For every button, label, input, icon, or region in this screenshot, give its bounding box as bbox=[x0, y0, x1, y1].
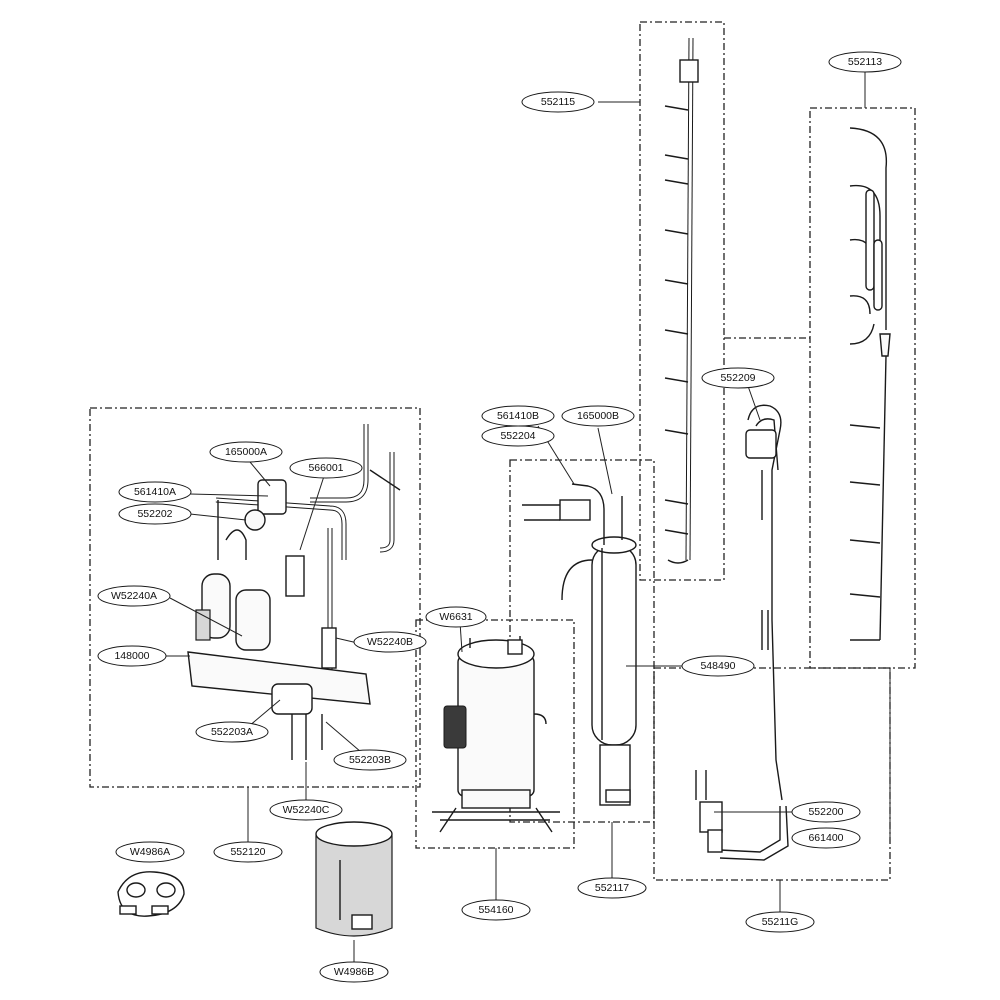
label-561410A: 561410A bbox=[118, 481, 192, 503]
label-661400-text: 661400 bbox=[808, 832, 843, 844]
label-552203A: 552203A bbox=[195, 721, 269, 743]
label-548490-text: 548490 bbox=[700, 660, 735, 672]
pipe-assembly-55211G bbox=[695, 404, 789, 861]
label-165000A-text: 165000A bbox=[225, 446, 267, 458]
valve-assembly-552120 bbox=[187, 424, 401, 760]
label-552113-text: 552113 bbox=[848, 56, 882, 68]
label-W52240A-text: W52240A bbox=[111, 590, 157, 602]
label-552200: 552200 bbox=[791, 801, 861, 823]
label-552203A-text: 552203A bbox=[211, 726, 253, 738]
label-552117-text: 552117 bbox=[595, 882, 629, 894]
label-W52240C: W52240C bbox=[269, 799, 343, 821]
label-W4986B: W4986B bbox=[319, 961, 389, 983]
label-552120: 552120 bbox=[213, 841, 283, 863]
label-548490: 548490 bbox=[681, 655, 755, 677]
group-box-55211G bbox=[653, 667, 891, 881]
label-554160: 554160 bbox=[461, 899, 531, 921]
distributor-tubes-552113 bbox=[849, 127, 891, 641]
compressor-554160 bbox=[432, 636, 560, 833]
label-165000B-text: 165000B bbox=[577, 410, 619, 422]
label-552204: 552204 bbox=[481, 425, 555, 447]
label-566001: 566001 bbox=[289, 457, 363, 479]
label-552120-text: 552120 bbox=[230, 846, 265, 858]
group-box-554160 bbox=[415, 619, 575, 849]
label-552200-text: 552200 bbox=[808, 806, 843, 818]
label-554160-text: 554160 bbox=[478, 904, 513, 916]
label-55211G: 55211G bbox=[745, 911, 815, 933]
header-rod-552115 bbox=[664, 37, 699, 564]
label-148000-text: 148000 bbox=[114, 650, 149, 662]
label-W52240B-text: W52240B bbox=[367, 636, 413, 648]
label-552204-text: 552204 bbox=[500, 430, 535, 442]
label-561410B: 561410B bbox=[481, 405, 555, 427]
label-W6631: W6631 bbox=[425, 606, 487, 628]
label-552115-text: 552115 bbox=[541, 96, 575, 108]
group-box-552115 bbox=[639, 21, 725, 581]
label-W52240C-text: W52240C bbox=[283, 804, 330, 816]
label-W6631-text: W6631 bbox=[439, 611, 472, 623]
label-552203B: 552203B bbox=[333, 749, 407, 771]
label-W52240B: W52240B bbox=[353, 631, 427, 653]
label-552203B-text: 552203B bbox=[349, 754, 391, 766]
label-561410B-text: 561410B bbox=[497, 410, 539, 422]
label-165000B: 165000B bbox=[561, 405, 635, 427]
label-W4986A: W4986A bbox=[115, 841, 185, 863]
label-552202: 552202 bbox=[118, 503, 192, 525]
label-552202-text: 552202 bbox=[137, 508, 172, 520]
label-552115: 552115 bbox=[521, 91, 595, 113]
label-W52240A: W52240A bbox=[97, 585, 171, 607]
label-55211G-text: 55211G bbox=[762, 916, 799, 928]
group-box-552113 bbox=[809, 107, 916, 669]
group-box-552120 bbox=[89, 407, 421, 788]
gasket-W4986A bbox=[117, 871, 185, 917]
label-552113: 552113 bbox=[828, 51, 902, 73]
receiver-tank-548490 bbox=[522, 483, 637, 806]
label-W4986A-text: W4986A bbox=[130, 846, 170, 858]
label-552209-text: 552209 bbox=[720, 372, 755, 384]
label-552117: 552117 bbox=[577, 877, 647, 899]
label-566001-text: 566001 bbox=[308, 462, 343, 474]
label-661400: 661400 bbox=[791, 827, 861, 849]
label-165000A: 165000A bbox=[209, 441, 283, 463]
label-561410A-text: 561410A bbox=[134, 486, 176, 498]
label-148000: 148000 bbox=[97, 645, 167, 667]
label-552209: 552209 bbox=[701, 367, 775, 389]
label-W4986B-text: W4986B bbox=[334, 966, 374, 978]
compressor-jacket-W4986B bbox=[315, 821, 393, 937]
